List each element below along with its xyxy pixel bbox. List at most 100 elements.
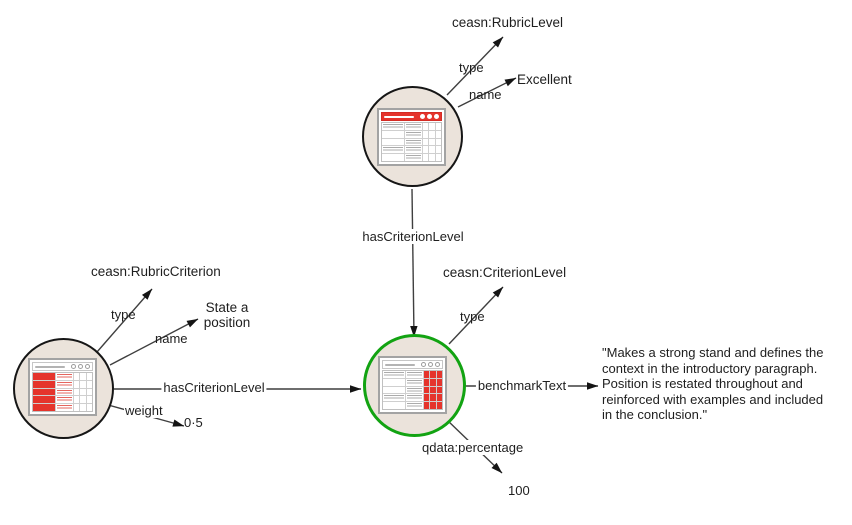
table-cell: [74, 380, 80, 388]
table-cell: [424, 378, 430, 386]
table-cell: [405, 154, 422, 161]
edge-label-benchmark-text: benchmarkText: [475, 378, 569, 393]
table-cell: [80, 388, 86, 396]
table-cell: [56, 388, 73, 396]
table-cell: [383, 394, 405, 402]
rubric-table-grid: [32, 372, 93, 412]
table-cell: [423, 146, 429, 154]
rubric-level-icon: [377, 108, 446, 166]
table-cell: [429, 154, 435, 161]
table-cell: [382, 130, 404, 138]
table-cell: [423, 130, 429, 138]
table-header: [382, 360, 443, 369]
class-label-criterion-level: ceasn:CriterionLevel: [443, 265, 567, 280]
edge-rubric-criterion-name: [109, 318, 199, 366]
table-cell: [80, 396, 86, 404]
table-cell: [86, 396, 92, 404]
table-cell: [435, 123, 441, 130]
edge-label-name: name: [155, 331, 188, 346]
table-cell: [429, 138, 435, 146]
rubric-table-grid: [381, 122, 442, 162]
table-cell: [74, 396, 80, 404]
table-cell: [33, 380, 55, 388]
table-cell: [383, 402, 405, 409]
edge-has-criterion-level-top: [410, 188, 418, 338]
table-cell: [80, 373, 86, 380]
table-cell: [430, 378, 436, 386]
edge-rubric-level-name: [457, 77, 517, 108]
table-header: [32, 362, 93, 371]
table-cell: [430, 371, 436, 378]
table-cell: [436, 402, 442, 409]
edge-rubric-level-type: [446, 36, 504, 96]
table-cell: [435, 146, 441, 154]
value-label-excellent: Excellent: [517, 72, 572, 87]
table-cell: [430, 394, 436, 402]
edge-rubric-criterion-type: [96, 288, 153, 353]
table-cell: [382, 123, 404, 130]
value-label-weight: 0·5: [184, 415, 203, 430]
table-cell: [405, 130, 422, 138]
table-cell: [424, 394, 430, 402]
edge-label-type: type: [460, 309, 485, 324]
table-cell: [382, 154, 404, 161]
table-cell: [436, 394, 442, 402]
table-cell: [435, 154, 441, 161]
edge-label-weight: weight: [124, 403, 164, 418]
header-circles-icon: [71, 364, 90, 369]
table-cell: [383, 378, 405, 386]
criterion-level-icon: [378, 356, 447, 414]
table-cell: [430, 386, 436, 394]
table-cell: [436, 378, 442, 386]
table-cell: [56, 404, 73, 411]
table-cell: [406, 386, 423, 394]
table-cell: [80, 404, 86, 411]
table-cell: [74, 388, 80, 396]
table-cell: [406, 402, 423, 409]
table-cell: [423, 154, 429, 161]
table-cell: [86, 373, 92, 380]
table-cell: [424, 386, 430, 394]
table-cell: [56, 380, 73, 388]
table-cell: [405, 138, 422, 146]
header-circles-icon: [421, 362, 440, 367]
table-cell: [383, 386, 405, 394]
table-cell: [33, 396, 55, 404]
table-cell: [74, 404, 80, 411]
table-cell: [33, 373, 55, 380]
table-cell: [429, 146, 435, 154]
value-label-percentage: 100: [508, 483, 530, 498]
table-cell: [429, 130, 435, 138]
table-header-red: [381, 112, 442, 121]
table-cell: [80, 380, 86, 388]
table-cell: [436, 371, 442, 378]
table-cell: [86, 380, 92, 388]
edge-label-qdata-percentage: qdata:percentage: [421, 440, 525, 455]
table-cell: [429, 123, 435, 130]
header-text-squiggle: [35, 365, 65, 368]
table-cell: [423, 138, 429, 146]
rubric-table-grid: [382, 370, 443, 410]
table-cell: [86, 404, 92, 411]
table-cell: [424, 371, 430, 378]
table-cell: [406, 371, 423, 378]
header-text-squiggle: [384, 115, 414, 118]
table-cell: [436, 386, 442, 394]
edge-label-type: type: [459, 60, 484, 75]
value-label-benchmark-text: "Makes a strong stand and defines the co…: [602, 345, 824, 423]
table-cell: [33, 404, 55, 411]
edge-criterion-level-type: [448, 286, 504, 345]
table-cell: [74, 373, 80, 380]
edge-label-name: name: [469, 87, 502, 102]
class-label-rubric-level: ceasn:RubricLevel: [452, 15, 564, 30]
table-cell: [435, 138, 441, 146]
table-cell: [33, 388, 55, 396]
table-cell: [56, 373, 73, 380]
table-cell: [430, 402, 436, 409]
table-cell: [382, 146, 404, 154]
table-cell: [406, 394, 423, 402]
table-cell: [423, 123, 429, 130]
header-circles-icon: [420, 114, 439, 119]
table-cell: [405, 146, 422, 154]
